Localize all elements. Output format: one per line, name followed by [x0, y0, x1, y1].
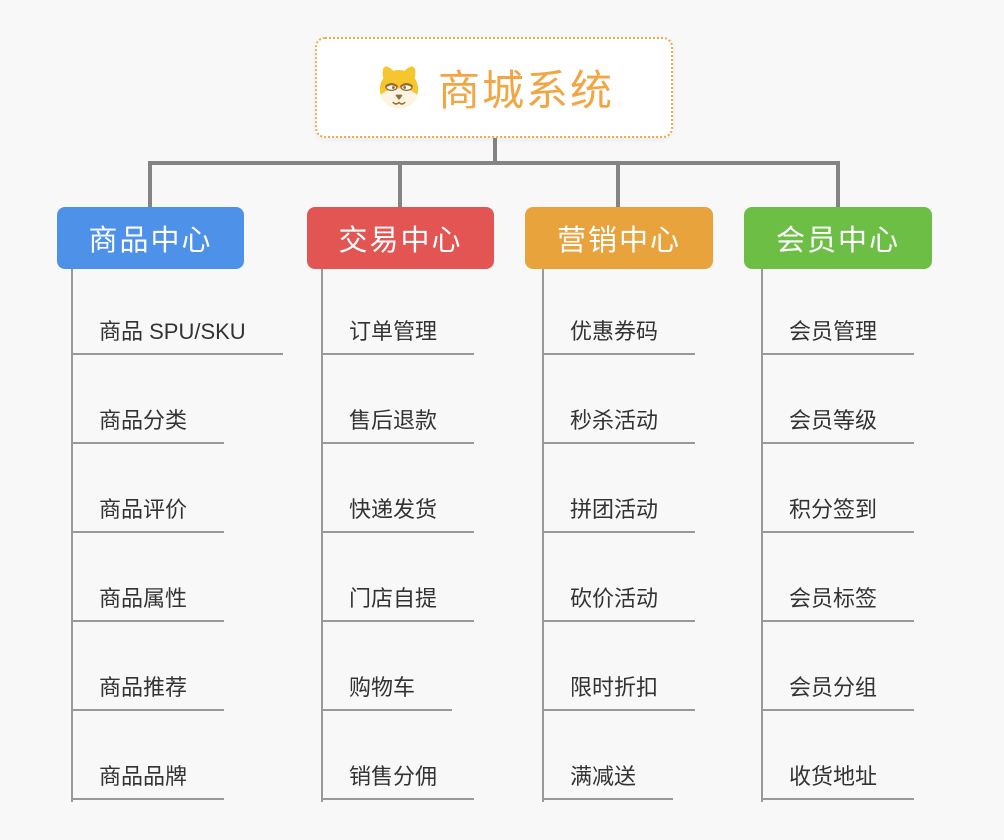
branch-node-trade-center[interactable]: 交易中心: [307, 207, 494, 269]
branch-node-member-center[interactable]: 会员中心: [744, 207, 932, 269]
leaf-node[interactable]: 会员等级: [761, 408, 915, 444]
leaf-node[interactable]: 商品 SPU/SKU: [71, 319, 283, 355]
leaf-node[interactable]: 会员分组: [761, 675, 915, 711]
connector-drop-branch-1: [148, 163, 152, 208]
leaf-node[interactable]: 积分签到: [761, 497, 915, 533]
connector-drop-branch-4: [836, 163, 840, 208]
leaf-node[interactable]: 秒杀活动: [542, 408, 696, 444]
root-title: 商城系统: [437, 67, 614, 114]
leaf-node[interactable]: 订单管理: [321, 319, 475, 355]
leaf-node[interactable]: 门店自提: [321, 586, 475, 622]
dog-face-icon: [379, 66, 419, 109]
leaf-node[interactable]: 收货地址: [761, 764, 915, 800]
leaf-node[interactable]: 会员管理: [761, 319, 915, 355]
root-node[interactable]: 商城系统: [315, 37, 673, 138]
leaf-node[interactable]: 砍价活动: [542, 586, 696, 622]
branch-children-member-center: 会员管理 会员等级 积分签到 会员标签 会员分组 收货地址: [761, 0, 1004, 840]
leaf-node[interactable]: 销售分佣: [321, 764, 475, 800]
leaf-node[interactable]: 满减送: [542, 764, 674, 800]
connector-root-drop: [493, 138, 497, 164]
branch-node-product-center[interactable]: 商品中心: [57, 207, 244, 269]
branch-label: 商品中心: [88, 225, 213, 257]
leaf-node[interactable]: 限时折扣: [542, 675, 696, 711]
leaf-node[interactable]: 快递发货: [321, 497, 475, 533]
leaf-node[interactable]: 购物车: [321, 675, 453, 711]
leaf-node[interactable]: 商品评价: [71, 497, 225, 533]
leaf-node[interactable]: 会员标签: [761, 586, 915, 622]
connector-horizontal: [148, 161, 840, 165]
branch-node-marketing-center[interactable]: 营销中心: [525, 207, 713, 269]
leaf-node[interactable]: 售后退款: [321, 408, 475, 444]
branch-children-trade-center: 订单管理 售后退款 快递发货 门店自提 购物车 销售分佣: [321, 0, 581, 840]
branch-label: 会员中心: [775, 225, 900, 257]
leaf-node[interactable]: 优惠券码: [542, 319, 696, 355]
branch-children-marketing-center: 优惠券码 秒杀活动 拼团活动 砍价活动 限时折扣 满减送: [542, 0, 802, 840]
leaf-node[interactable]: 商品属性: [71, 586, 225, 622]
leaf-node[interactable]: 商品品牌: [71, 764, 225, 800]
leaf-node[interactable]: 拼团活动: [542, 497, 696, 533]
leaf-node[interactable]: 商品分类: [71, 408, 225, 444]
branch-children-product-center: 商品 SPU/SKU 商品分类 商品评价 商品属性 商品推荐 商品品牌: [71, 0, 331, 840]
leaf-node[interactable]: 商品推荐: [71, 675, 225, 711]
connector-drop-branch-2: [398, 163, 402, 208]
branch-label: 交易中心: [338, 225, 463, 257]
branch-label: 营销中心: [556, 225, 681, 257]
connector-drop-branch-3: [616, 163, 620, 208]
